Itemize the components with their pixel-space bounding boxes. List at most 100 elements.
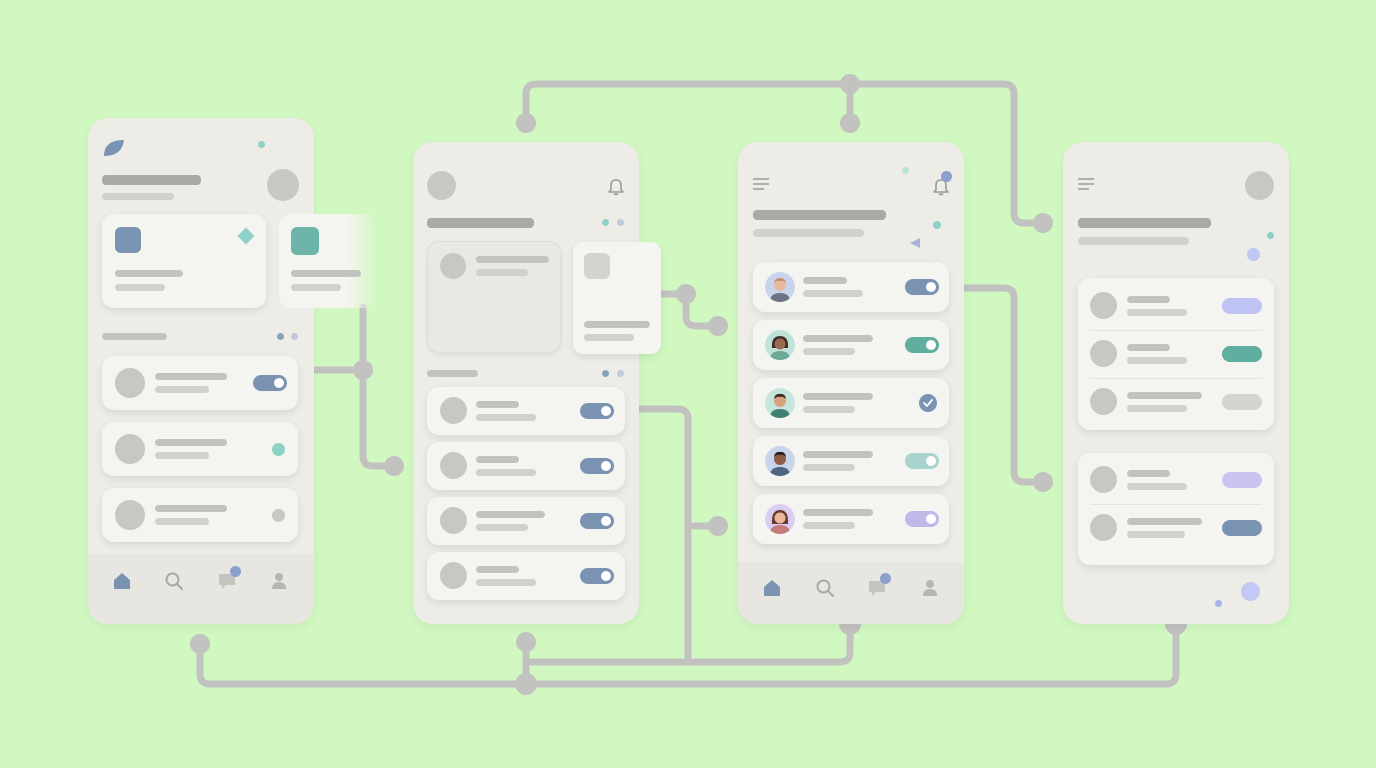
card-subtitle-placeholder bbox=[115, 284, 165, 291]
page-subtitle-placeholder bbox=[753, 229, 864, 237]
page-subtitle-placeholder bbox=[1078, 237, 1189, 245]
setting-pill[interactable] bbox=[1222, 298, 1262, 314]
profile-icon[interactable] bbox=[920, 578, 940, 598]
status-dot bbox=[902, 167, 909, 174]
list-item-toggle[interactable] bbox=[580, 568, 614, 584]
contact-toggle[interactable] bbox=[905, 453, 939, 469]
setting-subtitle-placeholder bbox=[1127, 531, 1185, 538]
connector-node bbox=[190, 634, 210, 654]
peek-card[interactable] bbox=[279, 214, 377, 308]
status-dot bbox=[933, 221, 941, 229]
setting-title-placeholder bbox=[1127, 296, 1170, 303]
list-item-avatar bbox=[440, 452, 467, 479]
avatar[interactable] bbox=[427, 171, 456, 200]
list-item-avatar bbox=[115, 500, 145, 530]
list-item-title-placeholder bbox=[476, 566, 519, 573]
pager-dot bbox=[291, 333, 298, 340]
setting-pill[interactable] bbox=[1222, 520, 1262, 536]
home-icon[interactable] bbox=[112, 571, 132, 591]
search-icon[interactable] bbox=[815, 578, 835, 598]
setting-title-placeholder bbox=[1127, 344, 1170, 351]
contact-toggle[interactable] bbox=[905, 337, 939, 353]
list-item-title-placeholder bbox=[476, 456, 519, 463]
list-item-subtitle-placeholder bbox=[476, 414, 536, 421]
profile-icon[interactable] bbox=[269, 571, 289, 591]
connector-node bbox=[840, 113, 860, 133]
list-item-avatar bbox=[115, 368, 145, 398]
checkmark-icon[interactable] bbox=[919, 394, 937, 412]
contact-name-placeholder bbox=[803, 393, 873, 400]
page-title-placeholder bbox=[427, 218, 534, 228]
setting-subtitle-placeholder bbox=[1127, 309, 1187, 316]
contact-name-placeholder bbox=[803, 451, 873, 458]
contact-toggle[interactable] bbox=[905, 279, 939, 295]
card-thumbnail bbox=[584, 253, 610, 279]
list-item[interactable] bbox=[102, 488, 298, 542]
contact-item[interactable] bbox=[753, 378, 949, 428]
bell-icon[interactable] bbox=[606, 176, 626, 196]
contacts-screen bbox=[738, 142, 964, 624]
divider bbox=[1090, 378, 1262, 379]
section-header-placeholder bbox=[427, 370, 478, 377]
page-title-placeholder bbox=[753, 210, 886, 220]
contact-toggle[interactable] bbox=[905, 511, 939, 527]
pager-dot-active bbox=[602, 219, 609, 226]
connector-bottom-link bbox=[196, 620, 1180, 688]
card-avatar bbox=[440, 253, 466, 279]
list-item[interactable] bbox=[427, 552, 625, 600]
contact-item[interactable] bbox=[753, 436, 949, 486]
avatar[interactable] bbox=[1245, 171, 1274, 200]
settings-screen bbox=[1063, 142, 1289, 624]
list-item-subtitle-placeholder bbox=[476, 579, 536, 586]
list-item[interactable] bbox=[102, 356, 298, 410]
search-icon[interactable] bbox=[164, 571, 184, 591]
contact-detail-placeholder bbox=[803, 464, 855, 471]
status-dot bbox=[258, 141, 265, 148]
connector-node bbox=[1033, 213, 1053, 233]
contact-item[interactable] bbox=[753, 262, 949, 312]
contact-avatar bbox=[765, 272, 795, 302]
feature-card[interactable] bbox=[102, 214, 266, 308]
divider bbox=[1090, 330, 1262, 331]
list-item-avatar bbox=[440, 562, 467, 589]
menu-icon[interactable] bbox=[1078, 178, 1094, 190]
list-item-toggle[interactable] bbox=[580, 458, 614, 474]
setting-subtitle-placeholder bbox=[1127, 405, 1187, 412]
messages-icon[interactable] bbox=[867, 578, 887, 598]
card-subtitle-placeholder bbox=[476, 269, 528, 276]
setting-pill[interactable] bbox=[1222, 346, 1262, 362]
status-dot bbox=[1241, 582, 1260, 601]
card-subtitle-placeholder bbox=[584, 334, 634, 341]
list-item-title-placeholder bbox=[476, 511, 545, 518]
home-icon[interactable] bbox=[762, 578, 782, 598]
list-item[interactable] bbox=[102, 422, 298, 476]
contact-avatar bbox=[765, 388, 795, 418]
list-item-toggle[interactable] bbox=[580, 513, 614, 529]
featured-card[interactable] bbox=[427, 241, 561, 353]
setting-subtitle-placeholder bbox=[1127, 357, 1187, 364]
menu-icon[interactable] bbox=[753, 178, 769, 190]
bottom-nav bbox=[88, 554, 314, 624]
connector-node bbox=[384, 456, 404, 476]
list-item-subtitle-placeholder bbox=[476, 524, 528, 531]
setting-pill[interactable] bbox=[1222, 472, 1262, 488]
list-item-toggle[interactable] bbox=[580, 403, 614, 419]
contact-name-placeholder bbox=[803, 335, 873, 342]
messages-icon[interactable] bbox=[217, 571, 237, 591]
setting-title-placeholder bbox=[1127, 470, 1170, 477]
page-title-placeholder bbox=[1078, 218, 1211, 228]
list-item[interactable] bbox=[427, 442, 625, 490]
setting-subtitle-placeholder bbox=[1127, 483, 1187, 490]
avatar[interactable] bbox=[267, 169, 299, 201]
contact-item[interactable] bbox=[753, 320, 949, 370]
list-item-title-placeholder bbox=[476, 401, 519, 408]
page-title-placeholder bbox=[102, 175, 201, 185]
setting-pill[interactable] bbox=[1222, 394, 1262, 410]
list-item[interactable] bbox=[427, 497, 625, 545]
side-card[interactable] bbox=[573, 242, 661, 354]
list-item-toggle[interactable] bbox=[253, 375, 287, 391]
list-item-avatar bbox=[440, 507, 467, 534]
contact-item[interactable] bbox=[753, 494, 949, 544]
list-item[interactable] bbox=[427, 387, 625, 435]
pager-dot bbox=[617, 370, 624, 377]
